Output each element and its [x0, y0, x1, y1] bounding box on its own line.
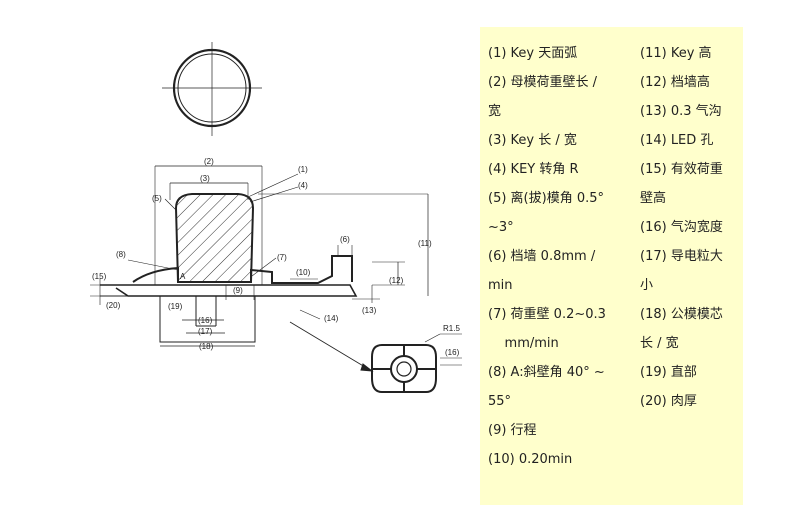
dim-label-6: (6): [340, 235, 350, 244]
legend-item: (15) 有效荷重: [640, 162, 723, 177]
legend-item: (11) Key 高: [640, 46, 712, 61]
dimension-labels: (1) (2) (3) (4) (5) (6) (7) (8) (9) (10)…: [92, 157, 460, 357]
legend-item: 55°: [488, 394, 512, 409]
dim-label-8: (8): [116, 250, 126, 259]
detail-radius-label: R1.5: [443, 324, 460, 333]
legend-item: 壁高: [640, 191, 667, 206]
legend-item: (8) A:斜壁角 40° ~: [488, 365, 605, 380]
legend-left-column: (1) Key 天面弧 (2) 母模荷重壁长 / 宽 (3) Key 长 / 宽…: [488, 39, 640, 505]
legend-item: (5) 离(拔)模角 0.5°: [488, 191, 604, 206]
dim-label-19: (19): [168, 302, 183, 311]
legend-item: 宽: [488, 104, 502, 119]
legend-item: ~3°: [488, 220, 514, 235]
legend-item: (9) 行程: [488, 423, 537, 438]
dim-label-1: (1): [298, 165, 308, 174]
dim-label-14: (14): [324, 314, 339, 323]
legend-item: (6) 档墙 0.8mm /: [488, 249, 596, 264]
dim-label-10: (10): [296, 268, 311, 277]
dim-label-7: (7): [277, 253, 287, 262]
legend-item: (7) 荷重壁 0.2~0.3: [488, 307, 606, 322]
technical-drawing: (1) (2) (3) (4) (5) (6) (7) (8) (9) (10)…: [90, 42, 462, 393]
legend-item: (3) Key 长 / 宽: [488, 133, 577, 148]
legend-item: (20) 肉厚: [640, 394, 697, 409]
angle-label-a: A: [180, 272, 186, 281]
dim-label-15: (15): [92, 272, 107, 281]
dim-label-5: (5): [152, 194, 162, 203]
dim-label-13: (13): [362, 306, 377, 315]
cross-section: [90, 165, 429, 372]
dim-label-11: (11): [418, 239, 432, 248]
legend-item: (12) 档墙高: [640, 75, 710, 90]
legend-item: mm/min: [488, 336, 559, 351]
legend-item: 小: [640, 278, 654, 293]
dim-label-16: (16): [198, 316, 213, 325]
dim-label-2: (2): [204, 157, 214, 166]
legend-item: (18) 公模模芯: [640, 307, 723, 322]
legend-panel: (1) Key 天面弧 (2) 母模荷重壁长 / 宽 (3) Key 长 / 宽…: [480, 27, 743, 505]
legend-item: (10) 0.20min: [488, 452, 573, 467]
top-view: [162, 42, 262, 136]
dim-label-12: (12): [389, 276, 404, 285]
legend-item: (14) LED 孔: [640, 133, 714, 148]
legend-item: (19) 直部: [640, 365, 697, 380]
dim-label-20: (20): [106, 301, 121, 310]
legend-item: (1) Key 天面弧: [488, 46, 578, 61]
dim-label-4: (4): [298, 181, 308, 190]
detail-dim-label-16: (16): [445, 348, 460, 357]
legend-item: (17) 导电粒大: [640, 249, 723, 264]
dim-label-17: (17): [198, 327, 213, 336]
dim-label-18: (18): [199, 342, 214, 351]
dim-label-3: (3): [200, 174, 210, 183]
key-body: [174, 193, 255, 283]
legend-item: (13) 0.3 气沟: [640, 104, 722, 119]
legend-item: 长 / 宽: [640, 336, 679, 351]
rubber-profile: [132, 255, 353, 284]
legend-item: (16) 气沟宽度: [640, 220, 723, 235]
legend-item: (2) 母模荷重壁长 /: [488, 75, 598, 90]
legend-right-column: (11) Key 高 (12) 档墙高 (13) 0.3 气沟 (14) LED…: [640, 39, 740, 505]
dim-label-9: (9): [233, 286, 243, 295]
legend-item: min: [488, 278, 513, 293]
detail-view: [371, 333, 462, 393]
legend-item: (4) KEY 转角 R: [488, 162, 579, 177]
